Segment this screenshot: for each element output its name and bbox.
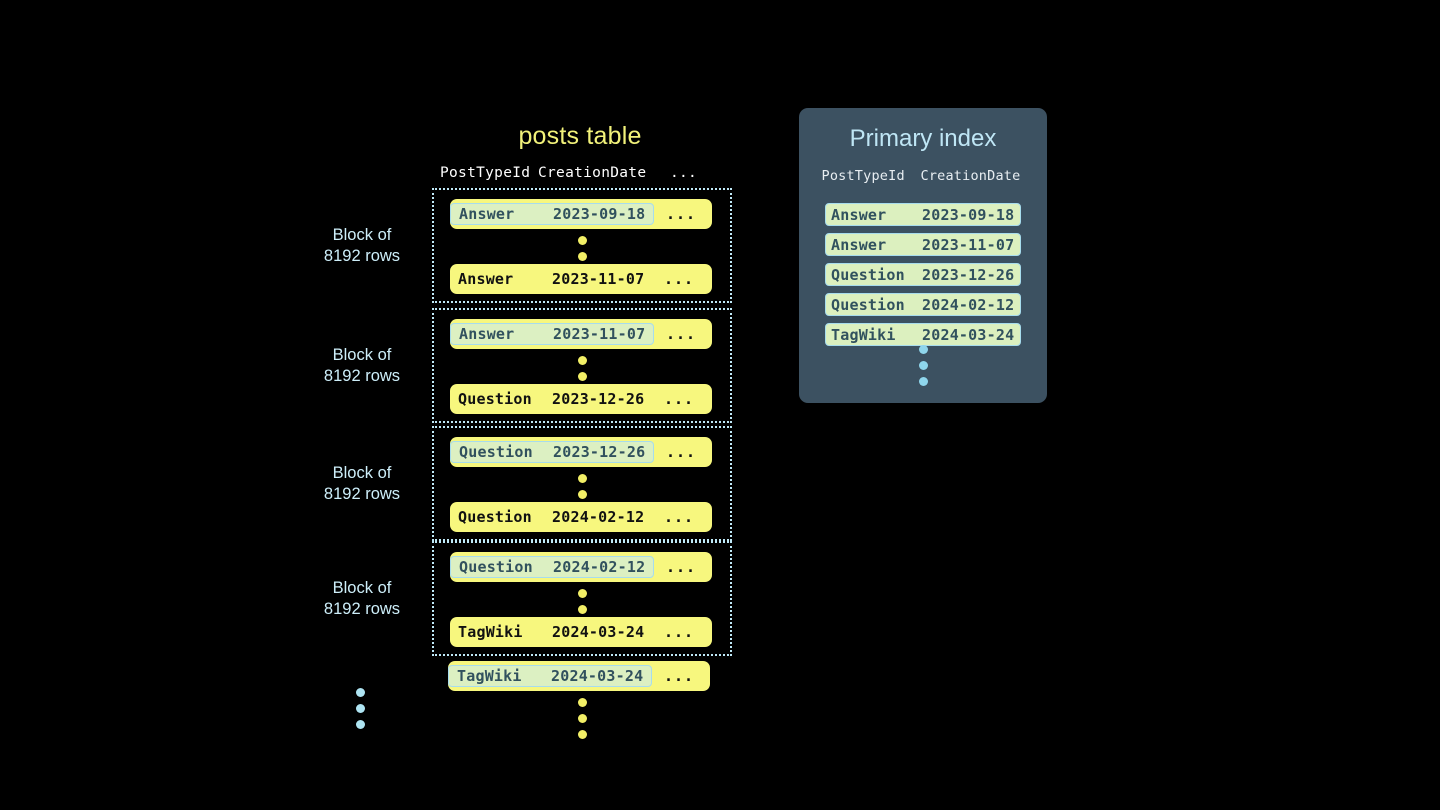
cell-creationdate: 2024-02-12 [553,558,646,576]
column-header-creationdate: CreationDate [538,165,647,181]
column-header-more: ... [670,165,698,181]
primary-index-title: Primary index [849,125,997,152]
column-header-posttypeid: PostTypeId [821,168,905,184]
cell-more: ... [664,623,695,641]
granule-block: Block of 8192 rows Answer 2023-09-18 ...… [324,188,732,303]
block-label: Block of 8192 rows [323,345,401,385]
cell-more: ... [664,270,695,288]
table-bottom-ellipsis-icon [432,698,732,739]
cell-posttypeid: Question [458,390,532,408]
cell-creationdate: 2023-12-26 [552,390,645,408]
cell-creationdate: 2024-03-24 [551,667,644,685]
cell-creationdate: 2024-02-12 [552,508,645,526]
cell-posttypeid: Answer [831,235,887,254]
cell-more: ... [664,390,695,408]
primary-index-column-headers: PostTypeId CreationDate [799,168,1047,184]
cell-posttypeid: TagWiki [457,667,522,685]
block-label: Block of 8192 rows [323,225,401,265]
list-item: Answer 2023-09-18 [825,203,1021,226]
cell-creationdate: 2023-11-07 [552,270,645,288]
cell-creationdate: 2023-09-18 [553,205,646,223]
posts-table-column-headers: PostTypeId CreationDate ... [430,165,730,181]
granule-block: Block of 8192 rows Question 2024-02-12 .… [324,541,732,656]
list-item: Question 2024-02-12 [825,293,1021,316]
table-row: Question 2024-02-12 ... [450,502,712,532]
block-label: Block of 8192 rows [323,578,401,618]
granule-block: Block of 8192 rows Answer 2023-11-07 ...… [324,308,732,423]
granule-block: Block of 8192 rows Question 2023-12-26 .… [324,426,732,541]
cell-creationdate: 2023-11-07 [922,235,1015,254]
cell-posttypeid: Answer [831,205,887,224]
primary-index-ellipsis-icon [799,345,1047,386]
primary-index-panel: Primary index PostTypeId CreationDate An… [799,108,1047,403]
cell-posttypeid: Answer [459,325,515,343]
list-item: Answer 2023-11-07 [825,233,1021,256]
cell-creationdate: 2024-02-12 [922,295,1015,314]
cell-more: ... [664,667,695,685]
blocks-continue-ellipsis-icon [300,688,420,729]
list-item: TagWiki 2024-03-24 [825,323,1021,346]
table-row: TagWiki 2024-03-24 ... [450,617,712,647]
table-row: Answer 2023-09-18 ... [450,199,712,229]
page-title: posts table [518,122,642,150]
cell-creationdate: 2023-12-26 [922,265,1015,284]
cell-posttypeid: Question [831,265,905,284]
primary-index-rows: Answer 2023-09-18 Answer 2023-11-07 Ques… [825,203,1021,353]
table-row: TagWiki 2024-03-24 ... [448,661,710,691]
cell-posttypeid: TagWiki [458,623,523,641]
cell-posttypeid: Question [831,295,905,314]
cell-creationdate: 2023-12-26 [553,443,646,461]
cell-creationdate: 2024-03-24 [552,623,645,641]
column-header-posttypeid: PostTypeId [440,165,531,181]
posts-table-diagram: posts table PostTypeId CreationDate ... … [300,110,770,750]
cell-posttypeid: Question [459,558,533,576]
table-row: Answer 2023-11-07 ... [450,264,712,294]
table-row: Question 2023-12-26 ... [450,384,712,414]
cell-posttypeid: Answer [458,270,514,288]
cell-creationdate: 2023-11-07 [553,325,646,343]
cell-posttypeid: Answer [459,205,515,223]
cell-more: ... [664,508,695,526]
cell-posttypeid: TagWiki [831,325,896,344]
cell-more: ... [666,443,697,461]
cell-more: ... [666,558,697,576]
cell-more: ... [666,205,697,223]
cell-more: ... [666,325,697,343]
cell-posttypeid: Question [458,508,532,526]
list-item: Question 2023-12-26 [825,263,1021,286]
cell-creationdate: 2024-03-24 [922,325,1015,344]
table-row: Question 2023-12-26 ... [450,437,712,467]
cell-creationdate: 2023-09-18 [922,205,1015,224]
table-row: Question 2024-02-12 ... [450,552,712,582]
table-row: Answer 2023-11-07 ... [450,319,712,349]
cell-posttypeid: Question [459,443,533,461]
column-header-creationdate: CreationDate [920,168,1021,184]
block-label: Block of 8192 rows [323,463,401,503]
